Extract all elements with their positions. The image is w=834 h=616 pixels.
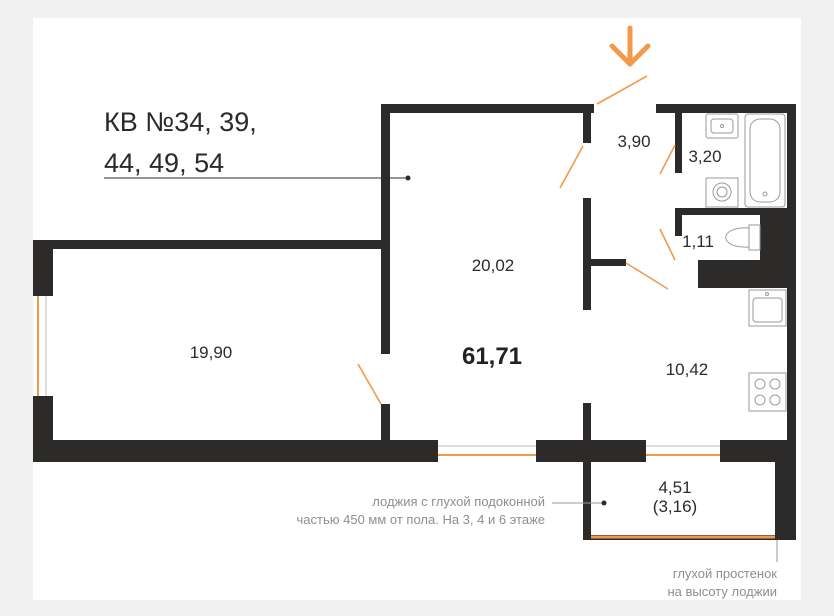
total-area: 61,71 [462,343,522,370]
door-bathroom [659,144,676,175]
area-wc: 1,11 [682,232,714,251]
apartment-title-line1: КВ №34, 39, [104,107,257,137]
note-loggia-dot [601,500,607,506]
door-living [559,145,584,189]
area-living-room: 20,02 [472,256,515,275]
fixtures [705,113,787,412]
window-bedroom [33,296,53,396]
wall-living-top [381,104,594,113]
note-wall-line1: глухой простенок [673,566,777,581]
walls [33,104,796,540]
bathtub-icon [744,113,786,208]
wall-bottom-right [720,440,796,462]
area-bathroom: 3,20 [688,147,721,166]
wall-hall-top [656,104,796,113]
area-kitchen: 10,42 [666,360,709,379]
wall-bottom-left [33,440,438,462]
note-wall-line2: на высоту лоджии [667,584,777,599]
stove-icon [748,372,787,412]
wall-left-upper [33,240,53,296]
wall-loggia-left [583,462,591,540]
ventilation-shaft [760,215,796,288]
wall-partition-living-left-upper [381,104,390,354]
wall-wc-left [675,208,682,236]
wall-bath-left [675,113,682,173]
note-loggia-line2: частью 450 мм от пола. На 3, 4 и 6 этаже [297,512,545,527]
wall-bath-bottom [675,208,787,215]
area-hall: 3,90 [617,132,650,151]
wall-kitchen-stub [591,259,626,266]
door-kitchen [625,262,669,290]
floor-plan-sheet: КВ №34, 39, 44, 49, 54 3,90 3,20 1,11 20… [33,18,801,600]
wall-partition-kitchen-lower [583,403,591,503]
entrance-arrow-icon [609,25,651,67]
washbasin-icon [705,113,739,139]
wall-loggia-right [775,462,796,540]
door-wc [659,228,676,261]
doors [357,75,676,405]
kitchen-sink-icon [748,289,787,327]
title-leader-dot [405,175,411,181]
windows [33,296,775,539]
wall-partition-living-left-lower [381,404,390,444]
note-loggia-line1: лоджия с глухой подоконной [372,494,545,509]
window-kitchen [646,440,720,462]
area-loggia: 4,51 [658,478,691,497]
washing-machine-icon [705,177,739,208]
door-entrance [596,75,648,105]
area-loggia-reduced: (3,16) [653,497,697,516]
window-living [438,440,536,462]
wall-partition-hall-middle [583,198,591,310]
apartment-title-line2: 44, 49, 54 [104,148,224,178]
wall-bedroom-top [33,240,390,249]
door-bedroom [357,363,382,405]
toilet-icon [725,224,761,251]
area-bedroom: 19,90 [190,343,233,362]
wall-partition-hall-upper [583,113,591,143]
